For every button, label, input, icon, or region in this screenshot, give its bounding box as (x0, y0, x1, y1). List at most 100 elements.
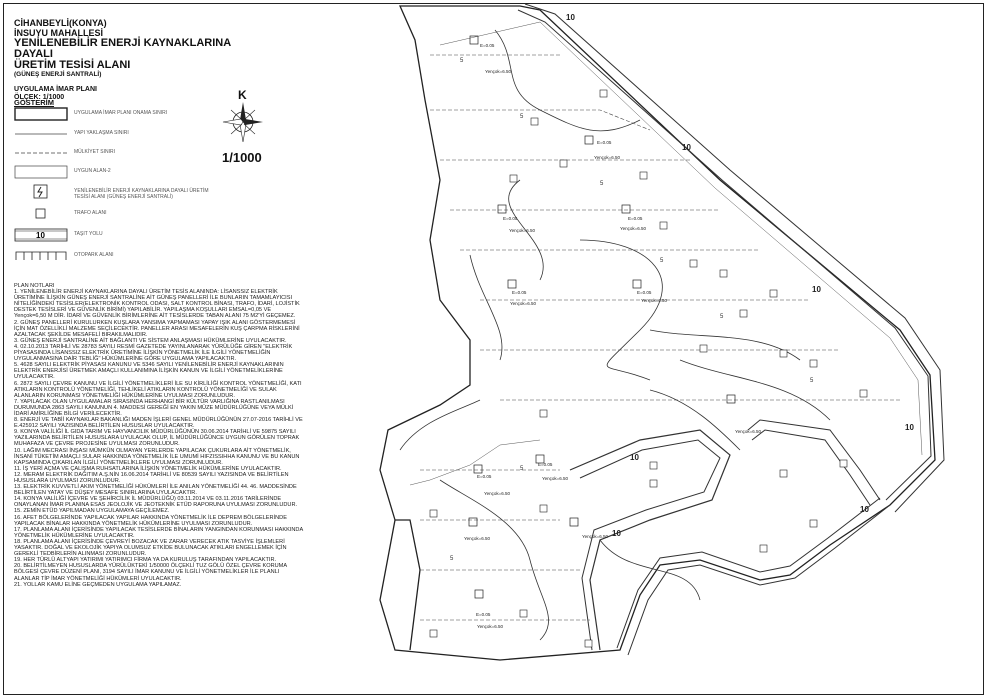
note-item: 13. ELEKTRİK KUVVETLİ AKIM YÖNETMELİĞİ H… (14, 484, 297, 497)
note-item: 2. GÜNEŞ PANELLERİ KURULURKEN KUŞLARA YA… (14, 319, 300, 338)
svg-text:Yençok=6.50: Yençok=6.50 (484, 491, 510, 496)
road-label-6: 10 (860, 505, 869, 514)
road-inner (517, 9, 932, 501)
legend-item: MÜLKİYET SINIRI (14, 145, 214, 163)
setback-line-symbol (15, 133, 67, 135)
svg-text:5: 5 (460, 58, 464, 64)
note-item: 12. MERAM ELEKTRİK DAĞITIM A.Ş.NİN 16.06… (14, 471, 289, 484)
svg-text:5: 5 (810, 378, 814, 384)
svg-text:E=0.05: E=0.05 (512, 290, 527, 295)
note-item: 6. 2872 SAYILI ÇEVRE KANUNU VE İLGİLİ YÖ… (14, 380, 302, 399)
note-item: 4. 02.10.2013 TARİHLİ VE 28783 SAYILI RE… (14, 343, 293, 363)
svg-text:5: 5 (600, 181, 604, 187)
road-lower-outer (627, 504, 891, 656)
legend-item: UYGUN ALAN-2 (14, 164, 214, 182)
north-arrow-icon (222, 102, 263, 143)
svg-text:Yençok=6.50: Yençok=6.50 (542, 476, 568, 481)
road-label-5: 10 (630, 453, 639, 462)
parking-symbol (15, 251, 67, 260)
legend-item: YAPI YAKLAŞMA SINIRI (14, 126, 214, 144)
legend-item: UYGULAMA İMAR PLANI ONAMA SINIRI (14, 106, 214, 124)
road-symbol-number: 10 (36, 231, 45, 240)
note-item: 11. İŞ YERİ AÇMA VE ÇALIŞMA RUHSATLARINA… (14, 465, 282, 472)
left-lobe-boundary (395, 519, 421, 651)
road-east-spur (747, 419, 881, 501)
svg-text:Yençok=6.50: Yençok=6.50 (582, 534, 608, 539)
road-label-2: 10 (682, 143, 691, 152)
note-item: 10. LAĞIM MECRASI İNŞASI MÜMKÜN OLMAYAN … (14, 447, 300, 466)
svg-text:Yençok=6.50: Yençok=6.50 (509, 228, 535, 233)
note-item: 16. AFET BÖLGELERİNDE YAPILACAK YAPILAR … (14, 514, 287, 527)
note-item: 8. ENERJİ VE TABİİ KAYNAKLAR BAKANLIĞI M… (14, 417, 303, 430)
svg-text:Yençok=6.50: Yençok=6.50 (641, 298, 667, 303)
note-item: 21. YOLLAR KAMU ELİNE GEÇMEDEN UYGULAMA … (14, 581, 182, 588)
legend-item: YENİLENEBİLİR ENERJİ KAYNAKLARINA DAYALI… (14, 184, 214, 202)
road-label-7: 10 (612, 529, 621, 538)
note-item: 20. BELİRTİLMEYEN HUSUSLARDA YÜRÜLÜKTEKİ… (14, 563, 287, 582)
solar-plant-icon (33, 184, 48, 199)
legend-item: TRAFO ALANI (14, 206, 214, 224)
note-item: 9. KONYA VALİLİĞİ İL GIDA TARIM VE HAYVA… (14, 429, 300, 448)
facility-subtitle: (GÜNEŞ ENERJİ SANTRALİ) (14, 71, 102, 78)
svg-text:E=0.05: E=0.05 (538, 462, 553, 467)
plan-name: UYGULAMA İMAR PLANI (14, 86, 97, 93)
road-symbol: 10 (14, 228, 68, 242)
plan-boundary (379, 5, 936, 661)
road-label-1: 10 (566, 13, 575, 22)
north-letter: K (238, 88, 247, 102)
road-outer (524, 3, 945, 513)
svg-text:E=0.05: E=0.05 (637, 290, 652, 295)
plan-notes: PLAN NOTLARI 1. YENİLENEBİLİR ENERJİ KAY… (14, 283, 304, 588)
notes-title: PLAN NOTLARI (14, 283, 55, 289)
legend-item: 10 TAŞIT YOLU (14, 227, 214, 245)
svg-text:5: 5 (450, 556, 454, 562)
svg-text:5: 5 (720, 314, 724, 320)
suitable-area-symbol (14, 165, 68, 179)
legend-heading: GÖSTERİM (14, 98, 55, 107)
sheet-border (3, 3, 984, 695)
legend-item: OTOPARK ALANI (14, 248, 214, 266)
plan-scale: ÖLÇEK: 1/1000 (14, 94, 65, 101)
note-item: 18. PLANLAMA ALANI İÇERİSİNDE ÇEVREYİ BO… (14, 538, 287, 558)
svg-text:Yençok=6.50: Yençok=6.50 (485, 69, 511, 74)
svg-text:E=0.05: E=0.05 (476, 612, 491, 617)
note-item: 19. HER TÜRLÜ ALTYAPI YATIRIMI YATIRIMCI… (14, 557, 277, 564)
note-item: 17. PLANLAMA ALANI İÇERİSİNDE YAPILACAK … (14, 526, 303, 539)
note-item: 1. YENİLENEBİLİR ENERJİ KAYNAKLARINA DAY… (14, 289, 300, 320)
svg-text:E=0.05: E=0.05 (477, 474, 492, 479)
road-east-spur-inner (751, 429, 871, 506)
road-label-3: 10 (812, 285, 821, 294)
facility-title-1: YENİLENEBİLİR ENERJİ KAYNAKLARINA DAYALI (14, 37, 231, 60)
transformer-symbol (35, 208, 46, 219)
road-lower-inner (616, 497, 881, 649)
property-line-symbol (15, 152, 67, 154)
svg-text:E=0.05: E=0.05 (480, 43, 495, 48)
road-loop (569, 429, 731, 651)
svg-text:Yençok=6.50: Yençok=6.50 (464, 536, 490, 541)
road-label-4: 10 (905, 423, 914, 432)
svg-text:Yençok=6.50: Yençok=6.50 (477, 624, 503, 629)
scale-text: 1/1000 (222, 150, 262, 165)
note-item: 5. 4628 SAYILI ELEKTRİK PİYASASI KANUNU … (14, 362, 284, 381)
svg-text:Yençok=6.50: Yençok=6.50 (510, 301, 536, 306)
plan-boundary-symbol (14, 107, 68, 121)
location-title: CİHANBEYLİ(KONYA) (14, 18, 107, 28)
note-item: 15. ZEMİN ETÜD YAPILMADAN UYGULAMAYA GEÇ… (14, 508, 170, 515)
svg-text:Yençok=6.50: Yençok=6.50 (735, 429, 761, 434)
svg-text:E=0.05: E=0.05 (628, 216, 643, 221)
facility-title-2: ÜRETİM TESİSİ ALANI (14, 59, 131, 71)
svg-text:Yençok=6.50: Yençok=6.50 (594, 155, 620, 160)
note-item: 7. YAPILACAK OLAN UYGULAMALAR SIRASINDA … (14, 398, 294, 417)
svg-text:Yençok=6.50: Yençok=6.50 (620, 226, 646, 231)
neighborhood-title: İNSUYU MAHALLESİ (14, 28, 104, 38)
svg-text:E=0.05: E=0.05 (503, 216, 518, 221)
svg-text:5: 5 (520, 114, 524, 120)
title-block: CİHANBEYLİ(KONYA) İNSUYU MAHALLESİ YENİL… (14, 18, 244, 102)
note-item: 3. GÜNEŞ ENERJİ SANTRALİNE AİT BAĞLANTI … (14, 337, 287, 344)
svg-text:5: 5 (520, 466, 524, 472)
svg-text:E=0.05: E=0.05 (597, 140, 612, 145)
road-loop-inner (579, 439, 721, 651)
svg-text:5: 5 (660, 258, 664, 264)
note-item: 14. KONYA VALİLİĞİ İÇEVRE VE ŞEHİRCİLİK … (14, 496, 298, 509)
